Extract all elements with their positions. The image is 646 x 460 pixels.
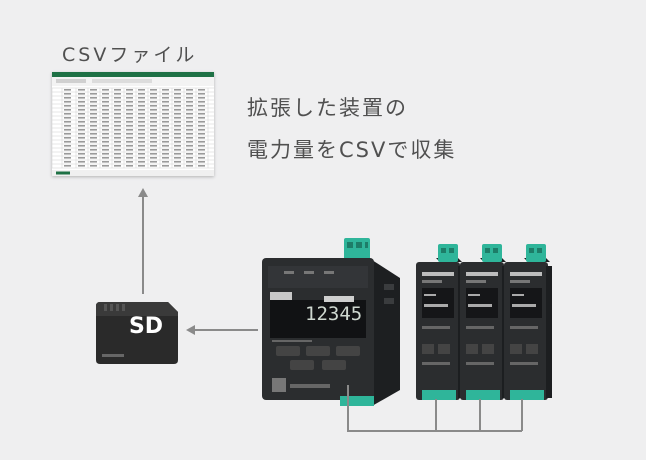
spreadsheet-thumbnail [51,72,214,176]
expansion-module-icon [460,244,508,400]
main-display-reading: 12345 [305,303,363,325]
expansion-module-icons [416,244,552,400]
description-line-2: 電力量をCSVで収集 [247,138,457,162]
wiring-lines [347,385,523,432]
csv-file-label: CSVファイル [62,44,198,66]
description-line-1: 拡張した装置の [247,96,408,120]
arrow-up-icon [138,188,148,294]
spreadsheet-grid-icon [51,72,214,176]
expansion-module-icon [504,244,552,400]
sd-card-icon [96,302,178,364]
sd-card-label: SD [128,314,164,339]
power-monitor-main-unit [262,238,400,406]
expansion-module-icon [416,244,464,400]
arrow-left-icon [186,325,258,335]
